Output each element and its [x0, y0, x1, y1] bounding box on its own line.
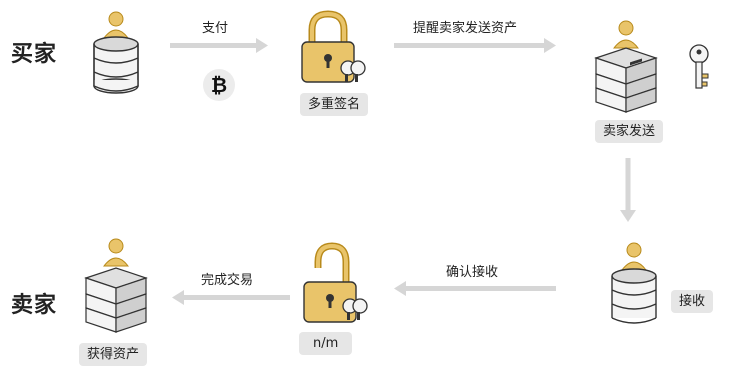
seller-server-icon: [594, 20, 658, 113]
step-receive-label: 确认接收: [446, 265, 499, 280]
get-assets-label: 获得资产: [79, 343, 148, 366]
arrow-receive: [394, 281, 556, 296]
person-icon: [612, 20, 640, 49]
buyer-database-icon: [93, 11, 139, 94]
threshold-label: n/m: [299, 332, 353, 355]
step-notify-label: 提醒卖家发送资产: [413, 21, 518, 36]
step-complete-label: 完成交易: [201, 273, 254, 288]
person-icon: [102, 11, 130, 39]
multisig-padlock-icon: [301, 10, 366, 83]
person-icon: [620, 242, 648, 271]
multisig-label: 多重签名: [300, 93, 369, 116]
arrow-notify: [394, 38, 556, 53]
arrow-pay: [170, 38, 268, 53]
step-pay-label: 支付: [202, 21, 229, 36]
arrow-complete: [172, 290, 290, 305]
seller-assets-server-icon: [84, 238, 148, 333]
arrow-down: [620, 158, 636, 222]
bitcoin-icon: ₿: [203, 69, 235, 101]
key-icon: [342, 298, 368, 320]
key-icon: [689, 44, 709, 89]
svg-text:₿: ₿: [211, 73, 227, 97]
key-icon: [340, 60, 366, 82]
seller-label: 卖家: [11, 293, 58, 318]
person-icon: [102, 238, 130, 267]
seller-send-label: 卖家发送: [595, 120, 664, 143]
open-padlock-icon: [303, 242, 368, 323]
receive-database-icon: [611, 242, 657, 324]
receive-label: 接收: [671, 290, 714, 313]
buyer-label: 买家: [11, 42, 58, 67]
